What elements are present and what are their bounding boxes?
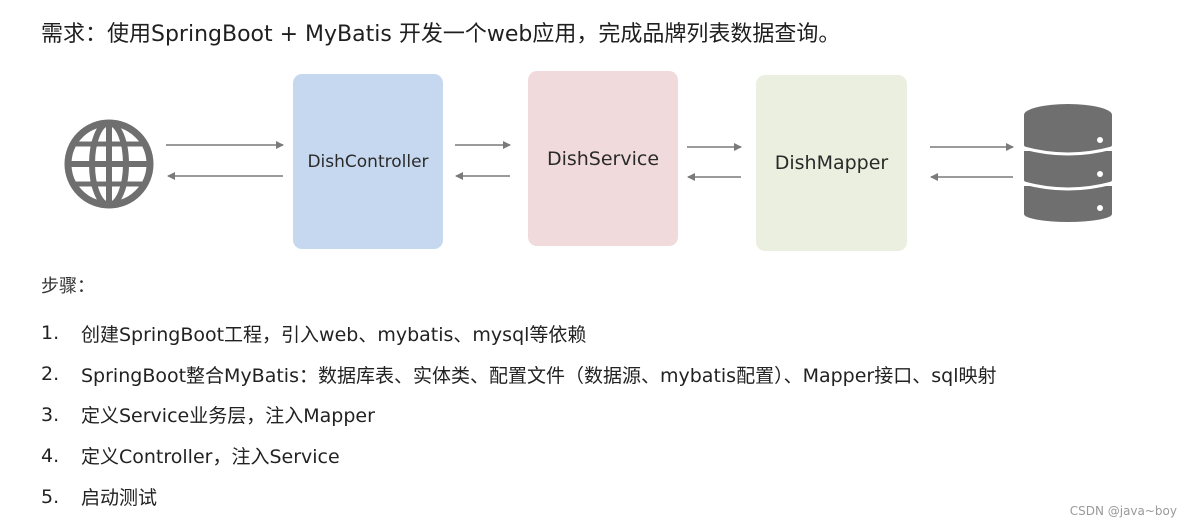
watermark: CSDN @java~boy	[1069, 504, 1177, 518]
list-item: 5. 启动测试	[41, 476, 996, 517]
requirement-heading: 需求：使用SpringBoot + MyBatis 开发一个web应用，完成品牌…	[41, 22, 841, 47]
step-text: 创建SpringBoot工程，引入web、mybatis、mysql等依赖	[81, 323, 587, 346]
step-number: 4.	[41, 444, 60, 467]
step-text: 定义Controller，注入Service	[81, 446, 340, 469]
step-number: 3.	[41, 403, 60, 426]
globe-icon	[64, 119, 154, 209]
diagram-graphics	[64, 104, 1113, 222]
dish-mapper-box: DishMapper	[756, 75, 907, 251]
step-number: 5.	[41, 485, 60, 508]
database-icon	[1023, 104, 1113, 222]
dish-service-box: DishService	[528, 71, 678, 246]
step-number: 2.	[41, 363, 60, 386]
architecture-diagram: DishController DishService DishMapper	[0, 60, 1191, 265]
list-item: 1. 创建SpringBoot工程，引入web、mybatis、mysql等依赖	[41, 313, 996, 354]
steps-title: 步骤：	[41, 276, 95, 297]
list-item: 2. SpringBoot整合MyBatis：数据库表、实体类、配置文件（数据源…	[41, 354, 996, 395]
step-text: SpringBoot整合MyBatis：数据库表、实体类、配置文件（数据源、my…	[81, 364, 997, 387]
step-text: 定义Service业务层，注入Mapper	[81, 405, 375, 428]
dish-service-label: DishService	[546, 147, 660, 170]
steps-list: 1. 创建SpringBoot工程，引入web、mybatis、mysql等依赖…	[41, 313, 996, 517]
step-number: 1.	[41, 322, 60, 345]
dish-mapper-label: DishMapper	[774, 152, 889, 174]
dish-controller-label: DishController	[307, 151, 429, 172]
dish-controller-box: DishController	[293, 74, 443, 249]
list-item: 3. 定义Service业务层，注入Mapper	[41, 395, 996, 436]
list-item: 4. 定义Controller，注入Service	[41, 435, 996, 476]
step-text: 启动测试	[81, 487, 158, 510]
